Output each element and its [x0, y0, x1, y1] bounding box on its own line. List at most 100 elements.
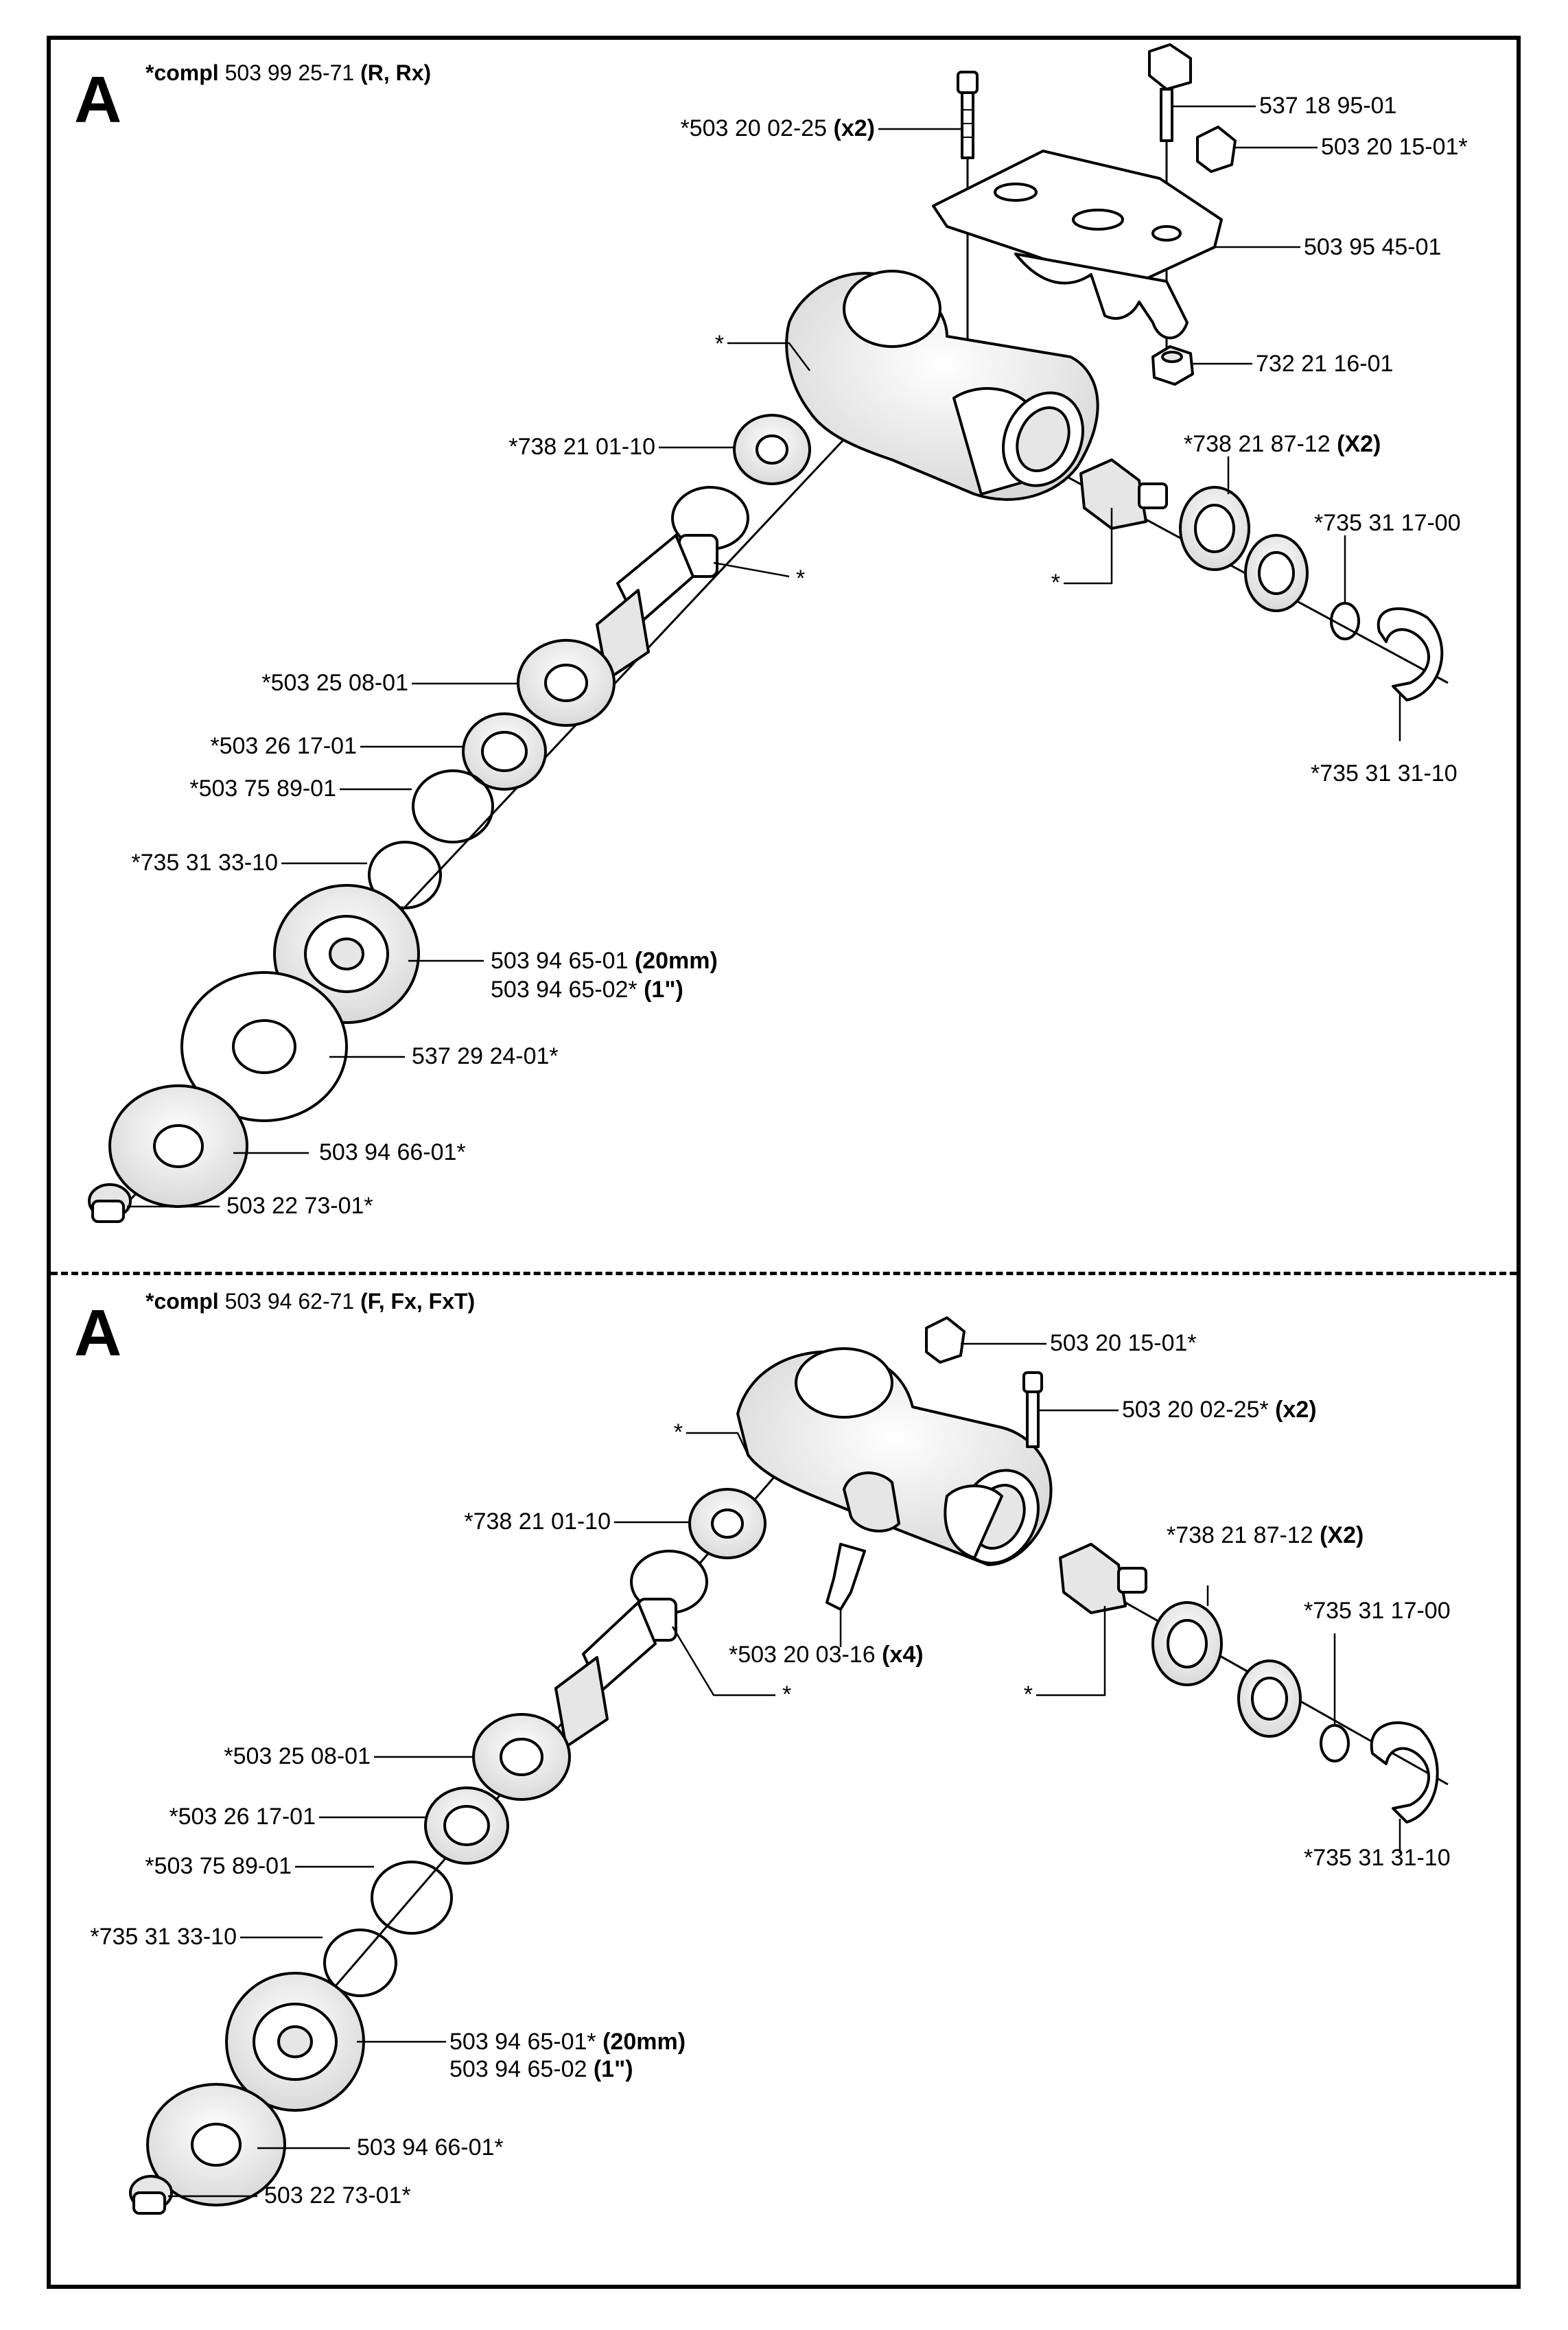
- s2-circlip-735-31-31-10: [1370, 1721, 1439, 1824]
- compl-models: (F, Fx, FxT): [360, 1289, 476, 1314]
- part-label: 503 20 15-01*: [1050, 1331, 1197, 1355]
- s1-leader-lines: [127, 105, 1401, 1208]
- part-number: *735 31 17-00: [1304, 1598, 1451, 1624]
- part-qualifier: (1"): [644, 977, 683, 1003]
- part-number: 537 18 95-01: [1259, 93, 1397, 119]
- part-label: *735 31 33-10: [90, 1925, 237, 1948]
- part-qualifier: (X2): [1320, 1522, 1364, 1548]
- part-number: *735 31 33-10: [131, 850, 278, 876]
- part-label: *503 25 08-01: [261, 671, 408, 695]
- part-label: *: [715, 332, 724, 356]
- part-label: *738 21 01-10: [464, 1510, 611, 1533]
- part-label: 503 94 65-01* (20mm): [449, 2030, 686, 2053]
- part-label: 503 94 65-02 (1"): [449, 2058, 633, 2081]
- part-label: *738 21 87-12 (X2): [1184, 432, 1381, 456]
- part-label: 537 29 24-01*: [412, 1045, 559, 1068]
- part-number: *: [796, 566, 806, 592]
- page-frame: [47, 36, 1521, 2289]
- part-label: 503 94 65-01 (20mm): [491, 949, 718, 972]
- s2-bearing-738-21-01-10: [688, 1488, 767, 1559]
- part-number: *503 25 08-01: [261, 670, 408, 696]
- part-number: 503 94 65-01*: [449, 2029, 596, 2055]
- compl-number: 503 99 25-71: [224, 60, 355, 85]
- part-number: 732 21 16-01: [1256, 351, 1394, 377]
- part-label: 503 95 45-01: [1304, 235, 1441, 259]
- part-number: *503 75 89-01: [189, 776, 336, 802]
- s2-bevel-gear: [554, 1550, 708, 1748]
- part-number: *503 20 02-25: [680, 115, 828, 141]
- s1-screw-537-18-95-01: [1148, 43, 1192, 142]
- s1-bolt-503-20-02-25: [957, 71, 979, 159]
- part-number: 503 22 73-01*: [264, 2182, 411, 2209]
- part-label: *735 31 33-10: [131, 851, 278, 874]
- part-label: *735 31 31-10: [1304, 1846, 1451, 1869]
- s2-support-cup-503-94-66-01: [146, 2083, 286, 2206]
- part-label: 503 20 15-01*: [1321, 135, 1468, 159]
- part-number: *735 31 31-10: [1311, 760, 1458, 787]
- part-number: 503 94 65-02: [449, 2056, 587, 2082]
- part-number: *735 31 31-10: [1304, 1845, 1451, 1871]
- part-number: 503 94 65-02*: [491, 977, 637, 1003]
- compl-prefix: *compl: [145, 60, 219, 85]
- s2-seal-503-26-17-01: [424, 1786, 509, 1865]
- part-label: *735 31 31-10: [1311, 762, 1458, 785]
- part-label: *503 26 17-01: [210, 734, 357, 758]
- part-label: *503 25 08-01: [224, 1745, 371, 1768]
- part-number: *: [673, 1419, 683, 1445]
- part-label: *503 75 89-01: [145, 1854, 292, 1878]
- part-qualifier: (1"): [593, 2056, 633, 2082]
- part-label: 503 22 73-01*: [264, 2184, 411, 2207]
- part-number: *503 26 17-01: [169, 1804, 316, 1830]
- part-qualifier: (X2): [1337, 431, 1381, 457]
- s1-circlip-735-31-31-10: [1377, 607, 1444, 701]
- part-number: 503 95 45-01: [1304, 234, 1442, 260]
- s2-washer-735-31-17-00: [1320, 1724, 1350, 1762]
- s2-bolt-503-20-02-25: [1022, 1371, 1043, 1448]
- part-number: 503 94 66-01*: [319, 1139, 466, 1165]
- part-number: 537 29 24-01*: [412, 1043, 559, 1069]
- part-label: 503 20 02-25* (x2): [1122, 1398, 1317, 1421]
- s2-side-pinion: [1059, 1543, 1147, 1614]
- s2-gear-housing: [736, 1347, 1053, 1566]
- part-number: *: [714, 331, 724, 357]
- part-number: *503 25 08-01: [224, 1743, 371, 1769]
- s1-plug-503-20-15-01: [1196, 126, 1237, 173]
- s2-drive-disc-503-94-65: [225, 1972, 365, 2112]
- s1-side-pinion: [1079, 458, 1168, 530]
- s2-nut-503-22-73-01: [129, 2175, 173, 2215]
- s2-leader-lines: [168, 1342, 1401, 2198]
- s1-bearing-503-25-08-01: [517, 639, 616, 727]
- part-label: *503 20 03-16 (x4): [729, 1643, 924, 1666]
- part-label: *735 31 17-00: [1314, 511, 1461, 535]
- s1-seal-503-26-17-01: [462, 712, 547, 791]
- s1-nut-503-22-73-01: [88, 1183, 132, 1223]
- part-number: *738 21 01-10: [464, 1508, 611, 1535]
- section-separator: [51, 1272, 1517, 1275]
- part-label: *: [674, 1421, 683, 1444]
- part-number: *738 21 87-12: [1184, 431, 1331, 457]
- s2-bearing-503-25-08-01: [472, 1713, 571, 1801]
- part-qualifier: (x2): [833, 115, 875, 141]
- part-number: 503 94 66-01*: [357, 2134, 504, 2160]
- part-label: *738 21 01-10: [508, 435, 655, 458]
- part-label: *: [1051, 571, 1060, 594]
- part-qualifier: (20mm): [634, 948, 718, 974]
- part-number: *503 75 89-01: [145, 1853, 292, 1879]
- part-qualifier: (20mm): [602, 2029, 686, 2055]
- s2-plug-503-20-15-01: [925, 1316, 966, 1364]
- part-number: *503 20 03-16: [729, 1642, 876, 1668]
- part-label: 732 21 16-01: [1256, 352, 1393, 375]
- part-label: *: [782, 1683, 791, 1706]
- section-1-header: *compl 503 99 25-71 (R, Rx): [145, 62, 431, 84]
- section-2-drawing: [129, 1316, 1449, 2215]
- s1-gear-housing: [785, 270, 1099, 501]
- part-number: 503 20 15-01*: [1321, 134, 1468, 160]
- part-number: 503 94 65-01: [491, 948, 629, 974]
- part-label: 503 94 65-02* (1"): [491, 978, 683, 1001]
- part-label: 503 94 66-01*: [357, 2136, 504, 2159]
- part-label: 503 94 66-01*: [319, 1141, 466, 1164]
- part-number: *503 26 17-01: [210, 733, 357, 759]
- s1-bearing-738-21-01-10: [733, 414, 811, 485]
- compl-models: (R, Rx): [360, 60, 432, 85]
